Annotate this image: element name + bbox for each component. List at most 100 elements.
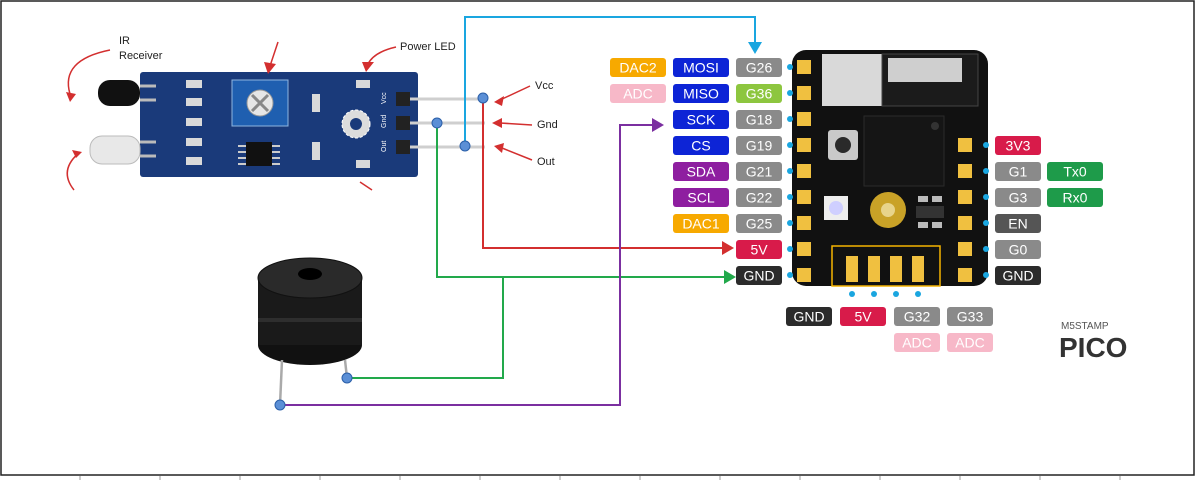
left-edge-pads [787,60,811,282]
pin-bottom-3-name: G33 [957,309,984,325]
left-pad-dot-7 [787,246,793,252]
wire-out [464,16,756,146]
pin-right-0-name-bg [995,136,1041,155]
pin-left-0-alt1: DAC2 [619,60,657,76]
ir-sensor-module: Vcc Gnd Out [89,72,485,177]
label-ir: IR [119,35,130,47]
pin-right-2-name: G3 [1009,190,1028,206]
right-pad-2 [958,190,972,204]
buzzer-lead-negative [278,359,284,406]
right-pad-0 [958,138,972,152]
pin-left-0-alt2-bg [673,58,729,77]
pin-right-1-alt: Tx0 [1063,164,1087,180]
right-pad-dot-2 [983,194,989,200]
label-receiver: Receiver [119,50,163,62]
silk-out: Out [381,141,388,152]
pin-bottom-1-name-bg [840,307,886,326]
pin-left-5-alt2-bg [673,188,729,207]
label-out: Out [537,156,555,168]
pin-left-2-alt2-bg [673,110,729,129]
pin-right-1-name-bg [995,162,1041,181]
left-pad-1 [797,86,811,100]
left-pad-dot-5 [787,194,793,200]
smd-components [186,80,370,168]
left-pad-8 [797,268,811,282]
pin-left-7-name-bg [736,240,782,259]
pin-right-1-alt-bg [1047,162,1103,181]
pin-left-6-alt2: DAC1 [682,216,720,232]
left-pad-dot-4 [787,168,793,174]
ir-receiver-led [98,80,140,106]
wire-buzzer-arrowhead [652,118,664,132]
pin-left-1-name: G36 [746,86,773,102]
pin-left-2-name-bg [736,110,782,129]
pin-left-3-name-bg [736,136,782,155]
right-pad-dot-1 [983,168,989,174]
esp32-chip [863,115,945,187]
pin-right-1-name: G1 [1009,164,1028,180]
pin-bottom-2-name-bg [894,307,940,326]
bottom-pad-dot-1 [871,291,877,297]
pin-left-0-name: G26 [746,60,773,76]
pin-left-1-alt1: ADC [623,86,653,102]
pin-bottom-2-alt: ADC [902,335,932,351]
right-pad-dot-4 [983,246,989,252]
wires [274,16,762,411]
wire-vcc [482,98,725,249]
pin-left-4-alt2-bg [673,162,729,181]
right-pad-5 [958,268,972,282]
pin-left-2-name: G18 [746,112,773,128]
pin-right-5-name-bg [995,266,1041,285]
pin-left-4-name-bg [736,162,782,181]
silk-gnd: Gnd [381,115,388,128]
junction-out [459,140,471,152]
pin-left-7-name: 5V [750,242,768,258]
pin-left-3-alt2-bg [673,136,729,155]
wire-vcc-arrowhead [722,241,734,255]
antenna-module [822,54,882,106]
pin-left-5-name-bg [736,188,782,207]
pin-left-1-name-bg [736,84,782,103]
left-pad-7 [797,242,811,256]
left-pad-dot-8 [787,272,793,278]
m5stamp-pico-board [787,50,989,297]
pin-left-3-alt2: CS [691,138,710,154]
pin-right-2-name-bg [995,188,1041,207]
wire-gnd [436,123,727,278]
pin-right-4-name: G0 [1009,242,1028,258]
right-edge-pads [958,138,989,282]
ir-emitter-led [89,135,141,165]
pin-left-4-name: G21 [746,164,773,180]
wire-buzzer-gnd [347,277,504,379]
left-pad-2 [797,112,811,126]
pin-right-5-name: GND [1002,268,1033,284]
frame-ticks [79,476,1121,480]
right-pad-3 [958,216,972,230]
pin-right-4-name-bg [995,240,1041,259]
pin-right-3-name: EN [1008,216,1027,232]
right-pad-dot-0 [983,142,989,148]
brand-bottom: PICO [1059,332,1127,363]
comparator-ic [246,142,272,166]
pin-left-2-alt2: SCK [687,112,716,128]
left-pad-dot-6 [787,220,793,226]
pin-bottom-3-name-bg [947,307,993,326]
junction-gnd [431,117,443,129]
junction-vcc [477,92,489,104]
pin-left-1-alt2-bg [673,84,729,103]
pin-bottom-0-name: GND [793,309,824,325]
sensor-annotations: IR Receiver Power LED Vcc Gnd Out [66,35,558,191]
bottom-header-outline [831,245,941,287]
left-pad-dot-0 [787,64,793,70]
buzzer [257,257,363,406]
pin-left-8-name-bg [736,266,782,285]
bottom-dots [849,291,921,297]
pin-bottom-1-name: 5V [854,309,872,325]
bottom-pad-dot-3 [915,291,921,297]
left-pad-3 [797,138,811,152]
pin-left-1-alt2: MISO [683,86,719,102]
pin-left-5-alt2: SCL [687,190,714,206]
